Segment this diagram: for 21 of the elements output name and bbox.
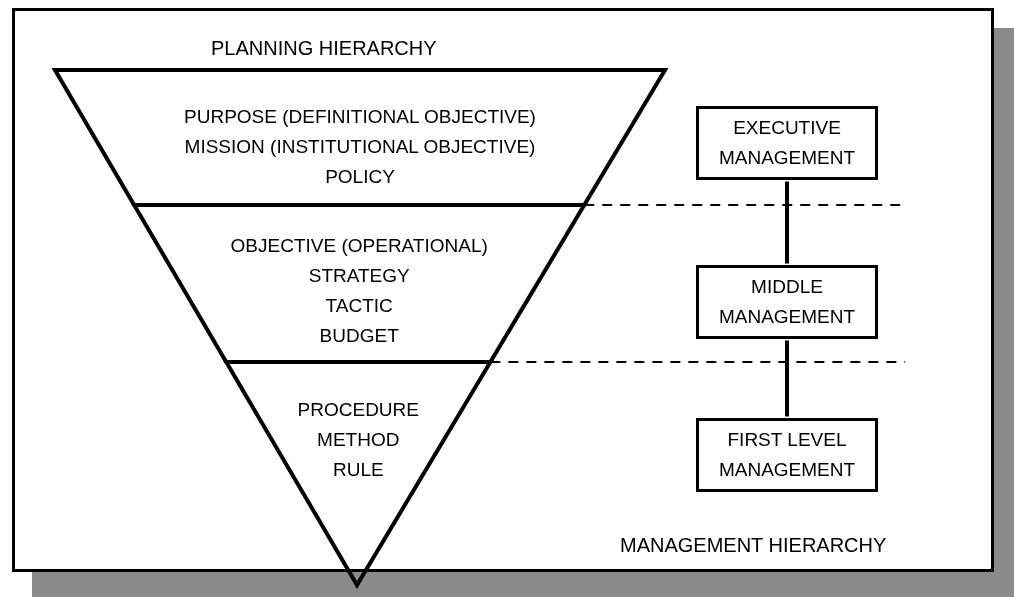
band-text: EXECUTIVE MANAGEMENT (717, 116, 857, 170)
planning-hierarchy-heading: PLANNING HIERARCHY (211, 37, 437, 60)
band-text: BUDGET (319, 324, 399, 348)
band-text: MIDDLE MANAGEMENT (717, 275, 857, 329)
band-text: FIRST LEVEL MANAGEMENT (717, 428, 857, 482)
connector-line (785, 181, 789, 264)
hierarchy-band (222, 360, 494, 589)
band-text: POLICY (325, 165, 395, 189)
band-text: MISSION (INSTITUTIONAL OBJECTIVE) (184, 135, 536, 159)
band-text: OBJECTIVE (OPERATIONAL) (230, 234, 488, 258)
band-text: PROCEDURE (297, 398, 419, 422)
management-box (696, 106, 878, 180)
band-text: STRATEGY (308, 264, 410, 288)
band-text: RULE (332, 458, 384, 482)
band-text: PURPOSE (DEFINITIONAL OBJECTIVE) (184, 105, 536, 129)
connector-line (785, 340, 789, 417)
management-box (696, 418, 878, 492)
management-box (696, 265, 878, 339)
band-text: METHOD (317, 428, 400, 452)
band-text: TACTIC (325, 294, 393, 318)
management-hierarchy-heading: MANAGEMENT HIERARCHY (620, 534, 887, 557)
